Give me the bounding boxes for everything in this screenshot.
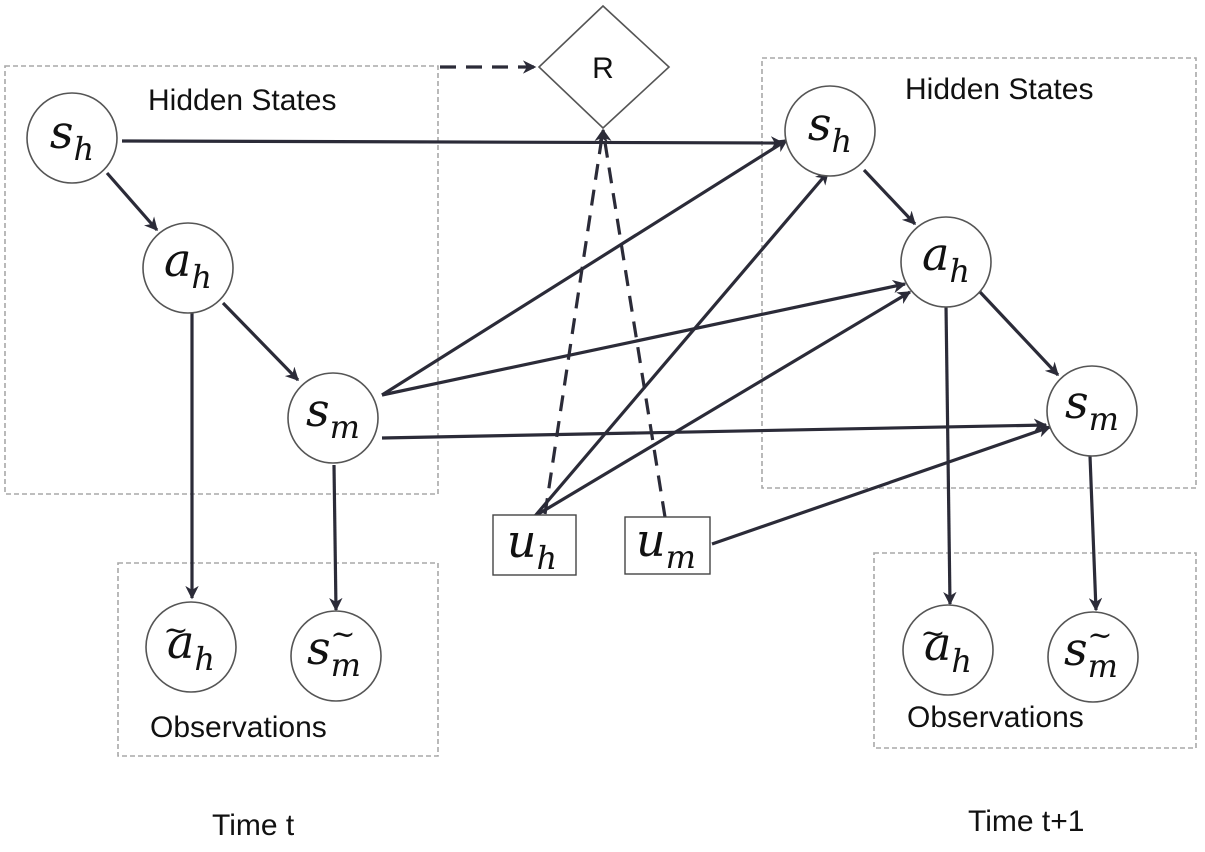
edge-uh-to-reward bbox=[543, 128, 608, 515]
edge-ah-sm-t1 bbox=[978, 290, 1060, 377]
svg-text:ah: ah bbox=[164, 233, 212, 296]
edge-sh-ah-t bbox=[105, 171, 159, 232]
svg-text:ah: ah bbox=[922, 227, 970, 290]
edge-sm-obs-t bbox=[329, 464, 343, 612]
svg-text:um: um bbox=[636, 513, 696, 576]
node-obs-ah-t1: ~ ah bbox=[902, 604, 994, 696]
node-sh-t1: sh bbox=[784, 85, 876, 177]
edge-sm-sm-next bbox=[381, 418, 1048, 440]
observations-label-t: Observations bbox=[150, 711, 327, 744]
svg-text:ah: ah bbox=[167, 615, 215, 678]
edge-sm-ah-next bbox=[381, 279, 907, 397]
edge-um-to-reward bbox=[598, 128, 667, 518]
svg-text:~: ~ bbox=[163, 613, 188, 648]
node-obs-ah-t: ~ ah bbox=[145, 601, 237, 693]
edges-dashed bbox=[440, 60, 667, 518]
svg-text:sh: sh bbox=[808, 97, 852, 160]
node-obs-sm-t: ~ sm bbox=[290, 610, 382, 702]
edge-uh-ah-next bbox=[534, 290, 912, 518]
svg-text:~: ~ bbox=[1087, 618, 1112, 653]
edge-ah-sm-t bbox=[221, 301, 300, 382]
svg-text:~: ~ bbox=[920, 616, 945, 651]
edge-ah-obs-t1 bbox=[943, 304, 957, 606]
edge-sh-sh-next bbox=[121, 136, 785, 150]
reward-node: R bbox=[537, 4, 671, 130]
node-sm-t: sm bbox=[287, 372, 379, 464]
node-obs-sm-t1: ~ sm bbox=[1047, 611, 1139, 703]
node-ah-t: ah bbox=[142, 222, 234, 314]
svg-text:uh: uh bbox=[507, 514, 557, 577]
edges-solid bbox=[105, 136, 1103, 612]
edge-uh-sh-next bbox=[533, 170, 830, 518]
edge-um-sm-next bbox=[711, 424, 1052, 546]
hidden-states-label-t1: Hidden States bbox=[905, 73, 1093, 106]
observations-box-t1 bbox=[873, 552, 1197, 749]
svg-text:sm: sm bbox=[1065, 375, 1119, 438]
svg-text:sm: sm bbox=[306, 383, 360, 446]
hidden-states-box-t bbox=[4, 65, 439, 495]
time-label-t: Time t bbox=[212, 809, 295, 842]
svg-text:~: ~ bbox=[330, 617, 355, 652]
edge-sh-ah-t1 bbox=[862, 168, 917, 226]
time-label-t1: Time t+1 bbox=[968, 805, 1084, 838]
node-sm-t1: sm bbox=[1046, 365, 1138, 457]
observations-label-t1: Observations bbox=[907, 701, 1084, 734]
node-sh-t: sh bbox=[26, 92, 118, 184]
node-ah-t1: ah bbox=[900, 216, 992, 308]
svg-text:sm: sm bbox=[307, 621, 361, 684]
svg-text:sh: sh bbox=[50, 105, 94, 168]
reward-diamond bbox=[537, 4, 671, 130]
edge-sm-sh-next bbox=[381, 138, 789, 397]
hidden-states-box-t1 bbox=[761, 57, 1197, 489]
svg-text:sm: sm bbox=[1064, 622, 1118, 685]
hidden-states-label-t: Hidden States bbox=[148, 84, 336, 117]
observations-box-t bbox=[117, 562, 439, 757]
node-uh: uh bbox=[492, 514, 577, 577]
edge-sm-obs-t1 bbox=[1088, 455, 1103, 612]
svg-text:ah: ah bbox=[924, 617, 972, 680]
node-um: um bbox=[624, 513, 711, 576]
reward-label: R bbox=[592, 52, 614, 85]
